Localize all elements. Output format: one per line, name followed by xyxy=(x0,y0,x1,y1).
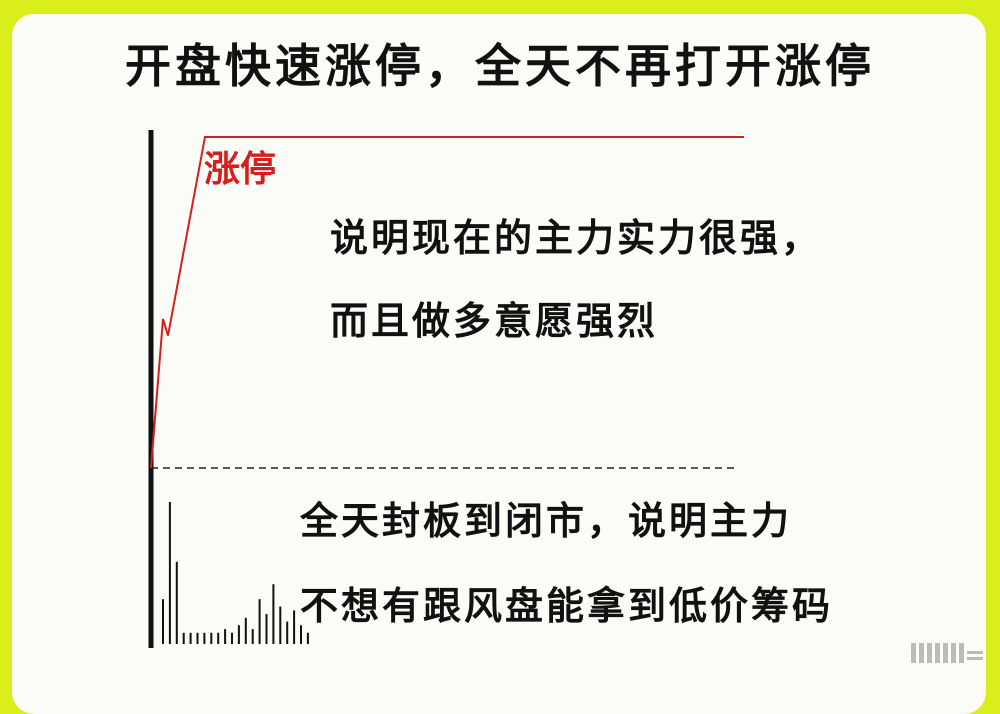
volume-bar xyxy=(286,622,288,644)
volume-bar xyxy=(279,607,281,644)
annotation-top-line-2: 而且做多意愿强烈 xyxy=(330,290,658,345)
volume-bar xyxy=(210,633,212,644)
volume-bar xyxy=(197,633,199,644)
watermark-icon xyxy=(910,640,986,666)
volume-bar xyxy=(203,633,205,644)
volume-bar xyxy=(176,562,178,644)
limit-up-label: 涨停 xyxy=(204,140,276,192)
volume-bar xyxy=(169,502,171,644)
volume-bar xyxy=(245,618,247,644)
volume-bar xyxy=(307,633,309,644)
volume-bar xyxy=(217,633,219,644)
volume-bar xyxy=(266,614,268,644)
volume-bars xyxy=(162,502,309,644)
annotation-bottom-line-2: 不想有跟风盘能拿到低价筹码 xyxy=(300,575,833,630)
volume-bar xyxy=(238,625,240,644)
volume-bar xyxy=(272,584,274,644)
volume-bar xyxy=(190,633,192,644)
volume-bar xyxy=(162,599,164,644)
volume-bar xyxy=(224,629,226,644)
volume-bar xyxy=(183,633,185,644)
volume-bar xyxy=(231,633,233,644)
annotation-bottom-line-1: 全天封板到闭市，说明主力 xyxy=(300,490,792,545)
volume-bar xyxy=(252,629,254,644)
volume-bar xyxy=(293,610,295,644)
volume-bar xyxy=(259,599,261,644)
annotation-top-line-1: 说明现在的主力实力很强， xyxy=(330,207,822,262)
